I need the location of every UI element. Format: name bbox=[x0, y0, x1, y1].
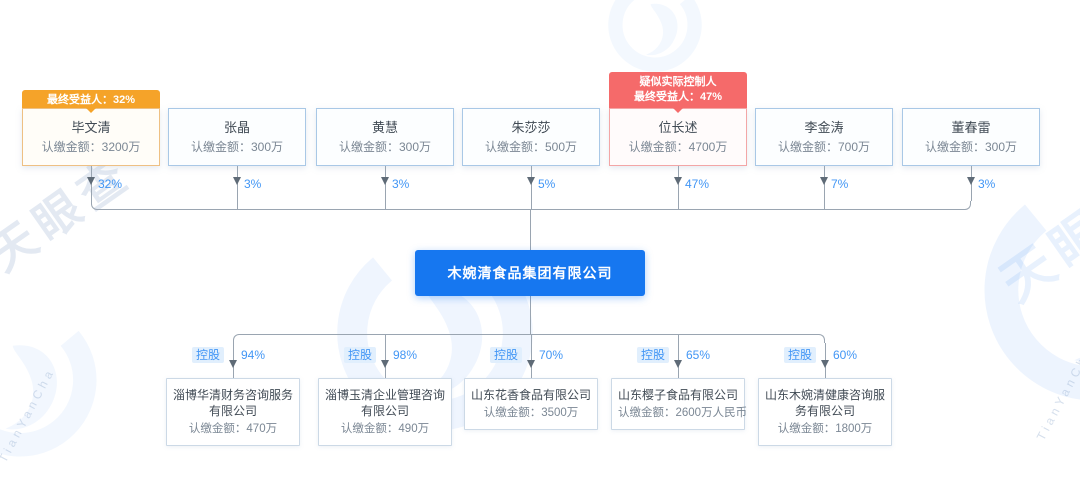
watermark-latin-left: TianYanCha bbox=[0, 365, 58, 465]
ownership-percent-label: 5% bbox=[538, 177, 556, 191]
arrow-down-icon bbox=[87, 177, 95, 185]
connector-line bbox=[237, 166, 238, 210]
watermark-text-right: 天眼查 bbox=[990, 162, 1080, 314]
ownership-percent-label: 3% bbox=[392, 177, 410, 191]
shareholder-amount: 认缴金额：300万 bbox=[190, 140, 284, 154]
shareholder-amount: 认缴金额：500万 bbox=[484, 140, 578, 154]
ownership-percent-label: 70% bbox=[539, 348, 564, 362]
subsidiary-node[interactable]: 山东木婉清健康咨询服务有限公司认缴金额：1800万 bbox=[758, 378, 892, 446]
holding-tag: 控股 bbox=[783, 347, 816, 363]
shareholder-node[interactable]: 李金涛认缴金额：700万 bbox=[755, 108, 893, 166]
subsidiary-node[interactable]: 山东樱子食品有限公司认缴金额：2600万人民币 bbox=[611, 378, 748, 430]
connector-line bbox=[385, 334, 386, 378]
connector-line bbox=[678, 166, 679, 210]
arrow-down-icon bbox=[381, 360, 389, 368]
connector-line bbox=[531, 166, 532, 210]
tianyancha-logo-watermark-right bbox=[965, 160, 1080, 420]
badge-line: 最终受益人：32% bbox=[46, 94, 136, 106]
shareholder-node[interactable]: 董春雷认缴金额：300万 bbox=[902, 108, 1040, 166]
ownership-percent-label: 32% bbox=[98, 177, 123, 191]
arrow-down-icon bbox=[674, 177, 682, 185]
subsidiary-amount: 认缴金额：1800万 bbox=[777, 423, 873, 435]
arrow-down-icon bbox=[967, 177, 975, 185]
subsidiary-amount: 认缴金额：490万 bbox=[340, 423, 430, 435]
holding-tag: 控股 bbox=[636, 347, 669, 363]
badge-pointer-icon bbox=[673, 108, 683, 113]
shareholder-amount: 认缴金额：300万 bbox=[924, 140, 1018, 154]
subsidiary-node[interactable]: 淄博华清财务咨询服务有限公司认缴金额：470万 bbox=[166, 378, 300, 446]
subsidiary-node[interactable]: 山东花香食品有限公司认缴金额：3500万 bbox=[464, 378, 598, 430]
ownership-percent-label: 3% bbox=[244, 177, 262, 191]
holding-tag: 控股 bbox=[191, 347, 224, 363]
connector-bus-bottom bbox=[233, 334, 825, 343]
holding-tag: 控股 bbox=[343, 347, 376, 363]
shareholder-node[interactable]: 毕文清认缴金额：3200万 bbox=[22, 108, 160, 166]
shareholder-name: 李金涛 bbox=[804, 120, 844, 135]
arrow-down-icon bbox=[229, 360, 237, 368]
connector-line bbox=[824, 166, 825, 210]
subsidiary-name: 山东木婉清健康咨询服务有限公司 bbox=[765, 388, 886, 418]
shareholder-name: 张晶 bbox=[223, 120, 250, 135]
shareholder-name: 董春雷 bbox=[951, 120, 991, 135]
shareholder-node[interactable]: 张晶认缴金额：300万 bbox=[168, 108, 306, 166]
connector-line bbox=[530, 210, 531, 250]
holding-tag: 控股 bbox=[489, 347, 522, 363]
ownership-percent-label: 3% bbox=[978, 177, 996, 191]
shareholder-amount: 认缴金额：700万 bbox=[777, 140, 871, 154]
badge-pointer-icon bbox=[86, 108, 96, 113]
ownership-percent-label: 47% bbox=[685, 177, 710, 191]
connector-line bbox=[530, 296, 531, 334]
subsidiary-amount: 认缴金额：2600万人民币 bbox=[618, 407, 748, 419]
ownership-percent-label: 65% bbox=[686, 348, 711, 362]
tianyancha-logo-watermark-left bbox=[0, 290, 110, 470]
badge-line: 最终受益人：47% bbox=[633, 91, 723, 103]
arrow-down-icon bbox=[820, 177, 828, 185]
parent-company-name: 木婉清食品集团有限公司 bbox=[447, 265, 613, 281]
subsidiary-name: 淄博玉清企业管理咨询有限公司 bbox=[325, 388, 446, 418]
watermark-latin-right: TianYanCha bbox=[1033, 343, 1080, 443]
shareholder-name: 黄慧 bbox=[371, 120, 398, 135]
arrow-down-icon bbox=[381, 177, 389, 185]
controller-badge[interactable]: 疑似实际控制人最终受益人：47% bbox=[609, 72, 747, 113]
shareholder-name: 朱莎莎 bbox=[511, 120, 551, 135]
arrow-down-icon bbox=[527, 360, 535, 368]
subsidiary-node[interactable]: 淄博玉清企业管理咨询有限公司认缴金额：490万 bbox=[318, 378, 452, 446]
subsidiary-name: 山东花香食品有限公司 bbox=[471, 388, 592, 402]
connector-line bbox=[531, 334, 532, 378]
arrow-down-icon bbox=[821, 360, 829, 368]
subsidiary-amount: 认缴金额：3500万 bbox=[483, 407, 579, 419]
badge-line: 疑似实际控制人 bbox=[639, 76, 717, 88]
subsidiary-name: 淄博华清财务咨询服务有限公司 bbox=[173, 388, 294, 418]
ownership-percent-label: 60% bbox=[833, 348, 858, 362]
connector-line bbox=[678, 334, 679, 378]
connector-line bbox=[385, 166, 386, 210]
shareholder-name: 毕文清 bbox=[71, 120, 111, 135]
shareholder-amount: 认缴金额：4700万 bbox=[628, 140, 728, 154]
ownership-percent-label: 7% bbox=[831, 177, 849, 191]
arrow-down-icon bbox=[233, 177, 241, 185]
tianyancha-logo-watermark-top bbox=[600, 0, 710, 80]
ownership-percent-label: 98% bbox=[393, 348, 418, 362]
parent-company-node[interactable]: 木婉清食品集团有限公司 bbox=[415, 250, 645, 296]
shareholder-node[interactable]: 位长述认缴金额：4700万 bbox=[609, 108, 747, 166]
shareholder-node[interactable]: 朱莎莎认缴金额：500万 bbox=[462, 108, 600, 166]
subsidiary-amount: 认缴金额：470万 bbox=[188, 423, 278, 435]
ownership-percent-label: 94% bbox=[241, 348, 266, 362]
shareholder-amount: 认缴金额：3200万 bbox=[41, 140, 141, 154]
arrow-down-icon bbox=[674, 360, 682, 368]
beneficiary-badge[interactable]: 最终受益人：32% bbox=[22, 90, 160, 113]
subsidiary-name: 山东樱子食品有限公司 bbox=[618, 388, 739, 402]
shareholder-name: 位长述 bbox=[658, 120, 698, 135]
arrow-down-icon bbox=[527, 177, 535, 185]
shareholder-node[interactable]: 黄慧认缴金额：300万 bbox=[316, 108, 454, 166]
shareholder-amount: 认缴金额：300万 bbox=[338, 140, 432, 154]
